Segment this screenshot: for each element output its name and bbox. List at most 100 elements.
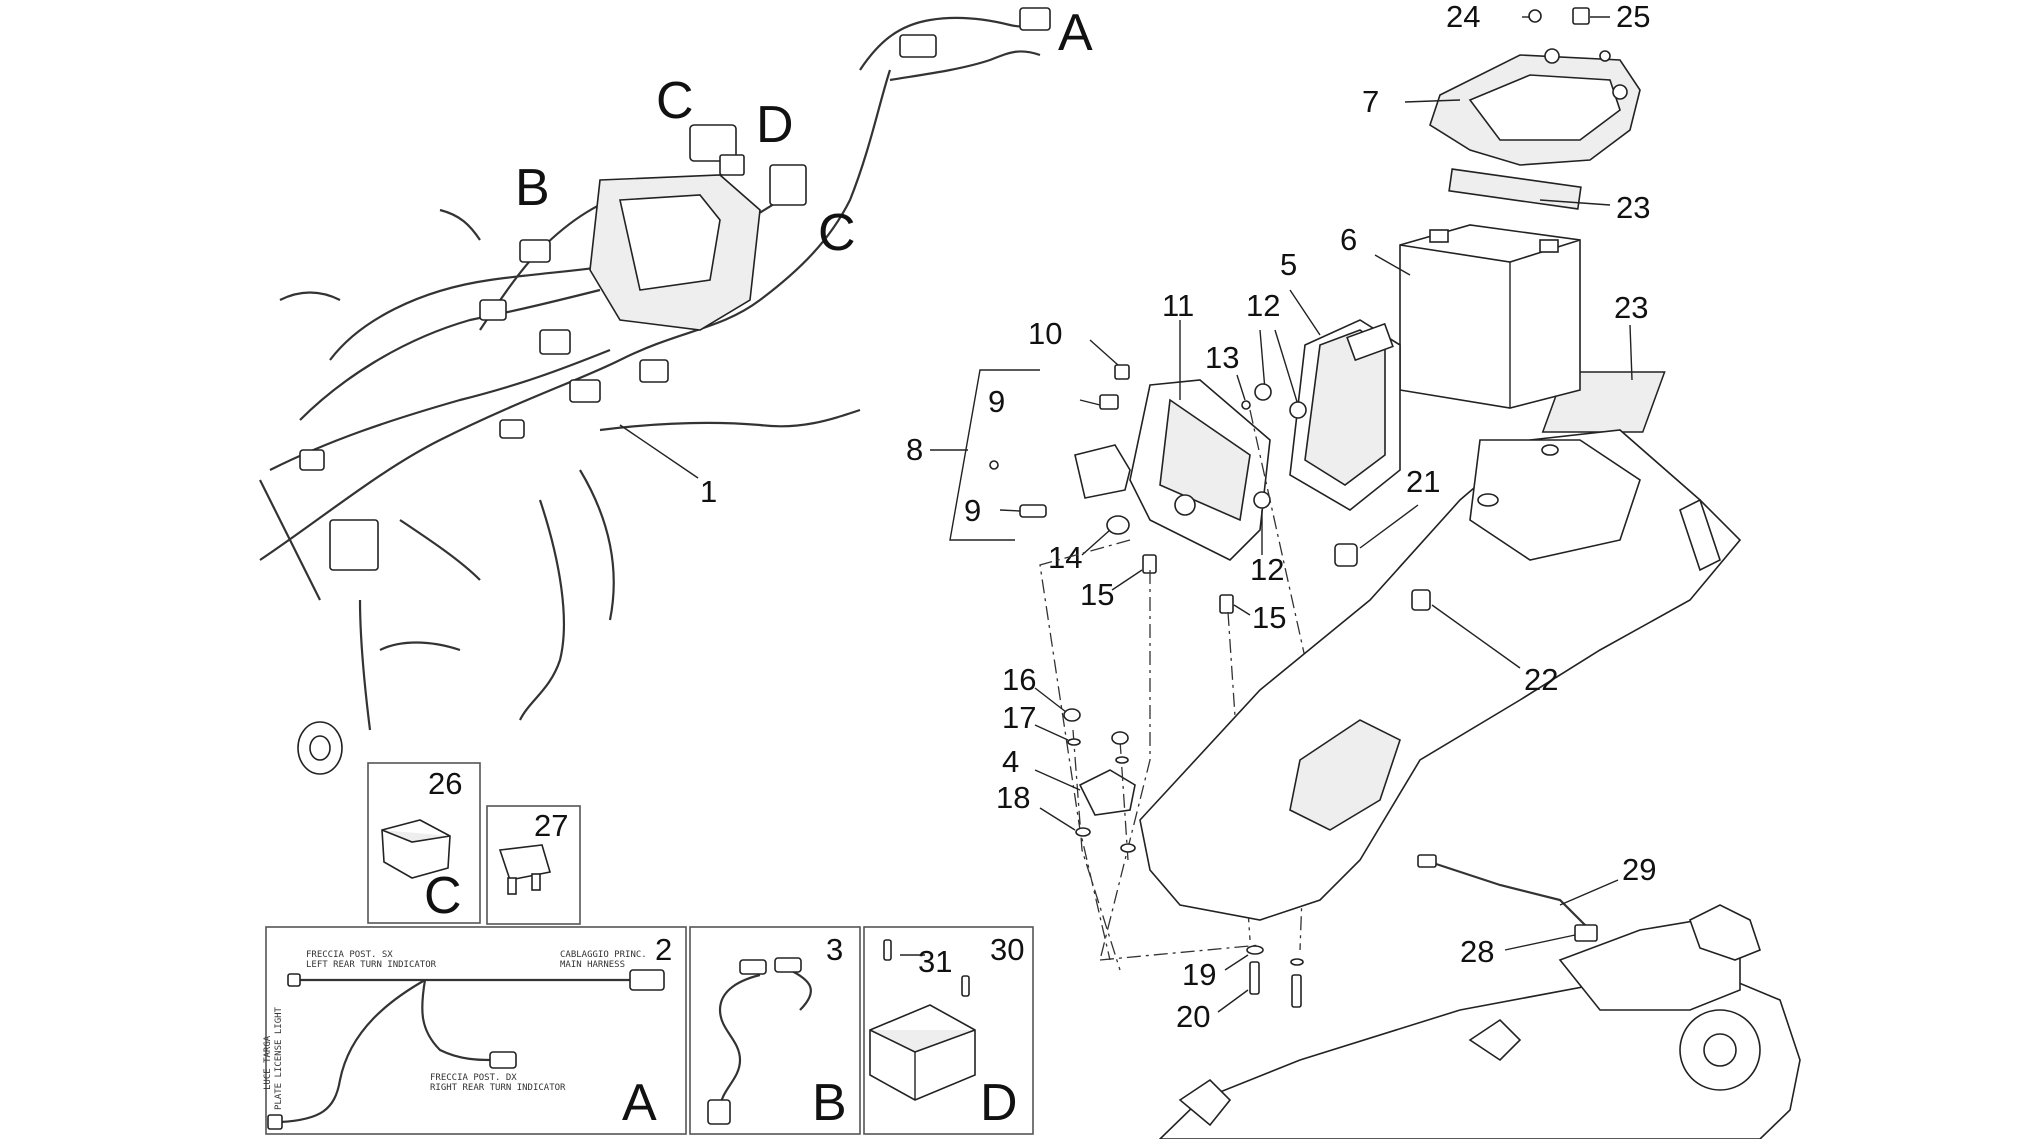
connector-left-indicator <box>287 973 301 987</box>
relay-22 <box>1411 589 1431 611</box>
connector-b-bottom <box>707 1099 731 1125</box>
callout-26: 26 <box>428 766 462 801</box>
callout-20: 20 <box>1176 999 1210 1034</box>
bracket-4 <box>1078 769 1136 816</box>
callout-1: 1 <box>700 474 717 509</box>
callout-17: 17 <box>1002 700 1036 735</box>
washer-18b <box>1120 843 1136 853</box>
callout-19: 19 <box>1182 957 1216 992</box>
screw-25b <box>1599 50 1611 62</box>
callout-16: 16 <box>1002 662 1036 697</box>
letter-b-harness: B <box>515 159 550 217</box>
callout-7: 7 <box>1362 84 1379 119</box>
screw-24 <box>1528 9 1542 23</box>
relay-assembly <box>989 364 1131 518</box>
screw-13 <box>1241 400 1251 410</box>
relay-26 <box>381 819 451 879</box>
callout-10: 10 <box>1028 316 1062 351</box>
washer-17a <box>1067 738 1081 746</box>
battery-cover <box>1429 48 1641 166</box>
callout-22: 22 <box>1524 662 1558 697</box>
letter-d-box30: D <box>980 1074 1018 1132</box>
label-freccia-sx: FRECCIA POST. SX <box>306 950 393 960</box>
label-luce-targa-sub: PLATE LICENSE LIGHT <box>274 1006 284 1110</box>
letter-c-harness-2: C <box>818 204 856 262</box>
holder-21 <box>1334 543 1358 567</box>
callout-23-a: 23 <box>1616 190 1650 225</box>
callout-12-bottom: 12 <box>1250 552 1284 587</box>
assembly-line-1 <box>1099 570 1151 961</box>
label-cablaggio-sub: MAIN HARNESS <box>560 960 625 970</box>
callout-11: 11 <box>1162 288 1194 323</box>
assembly-line-5 <box>1099 944 1261 961</box>
washer-18a <box>1075 827 1091 837</box>
swingarm-assembly <box>1158 904 1801 1139</box>
bushing-14 <box>1106 515 1130 535</box>
nut-16b <box>1111 731 1129 745</box>
letter-a-box2: A <box>622 1074 657 1132</box>
letter-a-harness: A <box>1058 4 1093 62</box>
sensor-cable-29 <box>1429 860 1591 931</box>
washer-17b <box>1115 756 1129 764</box>
callout-25: 25 <box>1616 0 1650 34</box>
screw-31b <box>961 975 970 997</box>
callout-15-right: 15 <box>1252 600 1286 635</box>
label-cablaggio: CABLAGGIO PRINC. <box>560 950 647 960</box>
grommet-12c <box>1253 491 1271 509</box>
connector-plate-light <box>267 1114 283 1130</box>
callout-18: 18 <box>996 780 1030 815</box>
callout-6: 6 <box>1340 222 1357 257</box>
letter-c-box26: C <box>424 867 462 925</box>
letter-c-harness-1: C <box>656 72 694 130</box>
callout-8: 8 <box>906 432 923 467</box>
callout-5: 5 <box>1280 247 1297 282</box>
screw-31a <box>883 939 892 961</box>
letter-d-harness: D <box>756 96 794 154</box>
callout-31: 31 <box>918 944 952 979</box>
callout-13: 13 <box>1205 340 1239 375</box>
callout-3: 3 <box>826 932 843 967</box>
callout-23-b: 23 <box>1614 290 1648 325</box>
ecu-bracket <box>1129 379 1271 561</box>
connector-b-top-2 <box>774 957 802 973</box>
callout-2: 2 <box>655 932 672 967</box>
sensor-28 <box>1574 924 1598 942</box>
grommet-12b <box>1289 401 1307 419</box>
letter-b-box3: B <box>812 1074 847 1132</box>
ecu <box>1289 319 1401 511</box>
callout-30: 30 <box>990 932 1024 967</box>
callout-15-left: 15 <box>1080 577 1114 612</box>
callout-24: 24 <box>1446 0 1480 34</box>
sensor-connector-29 <box>1417 854 1437 868</box>
label-freccia-dx: FRECCIA POST. DX <box>430 1073 517 1083</box>
washer-19 <box>1246 945 1264 955</box>
connector-main-harness <box>629 969 665 991</box>
battery <box>1399 224 1581 409</box>
box-27 <box>486 805 581 925</box>
callout-12-top: 12 <box>1246 288 1280 323</box>
callout-21: 21 <box>1406 464 1440 499</box>
label-freccia-dx-sub: RIGHT REAR TURN INDICATOR <box>430 1083 566 1093</box>
label-freccia-sx-sub: LEFT REAR TURN INDICATOR <box>306 960 437 970</box>
main-wiring-harness <box>259 7 1051 775</box>
assembly-line-3 <box>1039 539 1131 961</box>
connector-right-indicator <box>489 1051 517 1069</box>
box-30 <box>863 926 1034 1135</box>
connector-b-top-1 <box>739 959 767 975</box>
box-3 <box>689 926 861 1135</box>
label-luce-targa: LUCE TARGA <box>263 1035 273 1090</box>
fuse-27 <box>498 844 552 895</box>
callout-9-top: 9 <box>988 384 1005 419</box>
nut-16a <box>1063 708 1081 722</box>
washer-19b <box>1290 958 1304 966</box>
spacer-15b <box>1219 594 1234 614</box>
grommet-12a <box>1254 383 1272 401</box>
clip-25 <box>1572 7 1590 25</box>
pad-23a <box>1448 168 1582 210</box>
screw-20b <box>1291 974 1302 1008</box>
callout-4: 4 <box>1002 744 1019 779</box>
rear-undertray <box>1139 429 1742 921</box>
control-unit-30 <box>869 1004 976 1101</box>
callout-28: 28 <box>1460 934 1494 969</box>
